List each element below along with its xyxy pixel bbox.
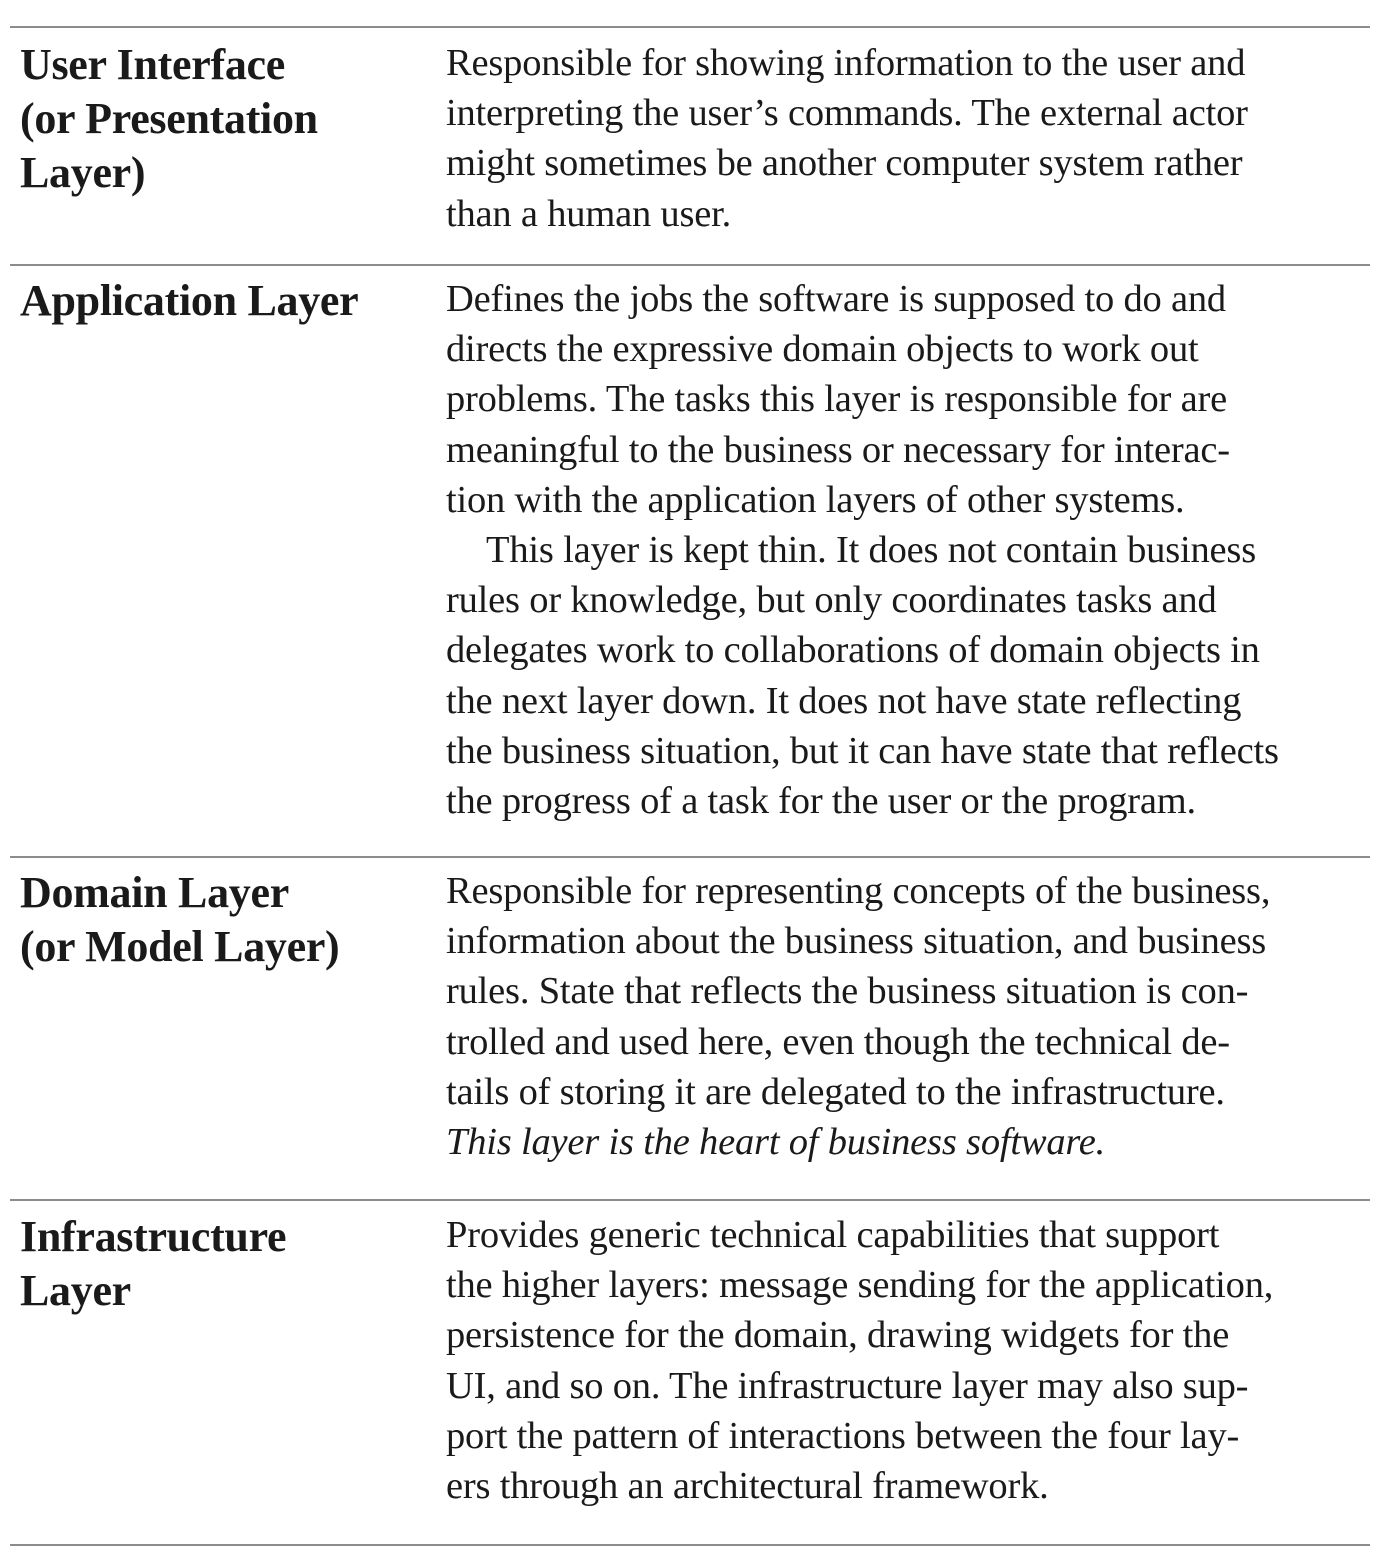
layer-name-line: Layer) xyxy=(20,148,146,197)
layers-table: User Interface (or Presentation Layer) R… xyxy=(10,0,1370,1550)
table-bottom-rule xyxy=(10,1544,1370,1546)
row-divider xyxy=(10,856,1370,858)
description-line: Provides generic technical capabilities … xyxy=(446,1214,1220,1256)
description-line: tion with the application layers of othe… xyxy=(446,478,1185,521)
description-line: port the pattern of interactions between… xyxy=(446,1414,1240,1457)
description-line: interpreting the user’s commands. The ex… xyxy=(446,92,1248,135)
description-line: the higher layers: message sending for t… xyxy=(446,1264,1274,1307)
description-line: trolled and used here, even though the t… xyxy=(446,1020,1230,1063)
layer-name: Application Layer xyxy=(20,274,420,328)
layer-description: Provides generic technical capabilities … xyxy=(446,1210,1370,1511)
description-line: problems. The tasks this layer is respon… xyxy=(446,378,1227,421)
row-divider xyxy=(10,1199,1370,1201)
description-line: persistence for the domain, drawing widg… xyxy=(446,1314,1230,1357)
description-line: ers through an architectural framework. xyxy=(446,1465,1049,1508)
layer-name-line: Infrastructure xyxy=(20,1212,287,1261)
description-line: UI, and so on. The infrastructure layer … xyxy=(446,1364,1249,1407)
description-line: Defines the jobs the software is suppose… xyxy=(446,278,1226,320)
description-line: than a human user. xyxy=(446,192,732,235)
layer-description: Responsible for representing concepts of… xyxy=(446,866,1370,1167)
description-line: might sometimes be another computer syst… xyxy=(446,142,1243,185)
description-line: meaningful to the business or necessary … xyxy=(446,428,1230,471)
description-line: information about the business situation… xyxy=(446,920,1267,963)
description-line: rules or knowledge, but only coordinates… xyxy=(446,579,1217,622)
description-line: rules. State that reflects the business … xyxy=(446,970,1249,1013)
row-divider xyxy=(10,264,1370,266)
layer-name-line: (or Model Layer) xyxy=(20,922,340,971)
description-line-emphasis: This layer is the heart of business soft… xyxy=(446,1121,1106,1164)
layer-name: Domain Layer (or Model Layer) xyxy=(20,866,420,974)
layer-description: Defines the jobs the software is suppose… xyxy=(446,274,1370,826)
layer-name: User Interface (or Presentation Layer) xyxy=(20,38,420,200)
description-line: the business situation, but it can have … xyxy=(446,729,1279,772)
description-line: delegates work to collaborations of doma… xyxy=(446,629,1260,672)
layer-name: Infrastructure Layer xyxy=(20,1210,420,1318)
layer-name-line: User Interface xyxy=(20,40,285,89)
description-line: Responsible for showing information to t… xyxy=(446,42,1246,84)
description-line: Responsible for representing concepts of… xyxy=(446,870,1271,912)
description-line: tails of storing it are delegated to the… xyxy=(446,1070,1225,1113)
layer-name-line: (or Presentation xyxy=(20,94,318,143)
layer-name-line: Domain Layer xyxy=(20,868,289,917)
layer-description: Responsible for showing information to t… xyxy=(446,38,1370,239)
description-line: This layer is kept thin. It does not con… xyxy=(486,529,1256,572)
description-line: directs the expressive domain objects to… xyxy=(446,328,1199,371)
description-line: the progress of a task for the user or t… xyxy=(446,780,1196,823)
layer-name-line: Layer xyxy=(20,1266,131,1315)
description-line: the next layer down. It does not have st… xyxy=(446,679,1242,722)
layer-name-line: Application Layer xyxy=(20,276,359,325)
table-top-rule xyxy=(10,26,1370,28)
